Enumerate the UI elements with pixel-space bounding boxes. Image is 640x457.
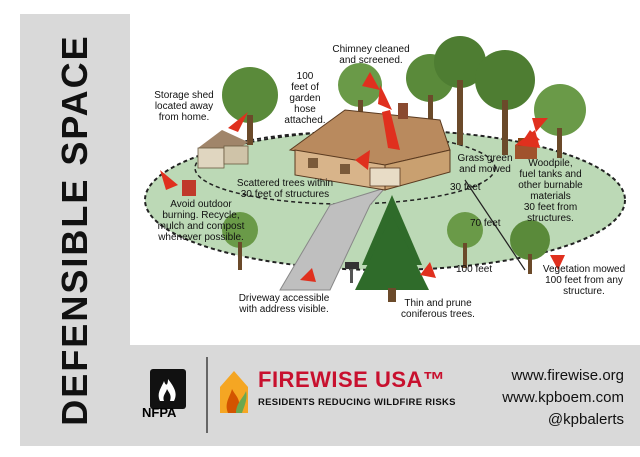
label-outdoor-burning: Avoid outdoor burning. Recycle, mulch an… <box>157 199 245 243</box>
mailbox <box>345 262 359 269</box>
label-woodpile: Woodpile, fuel tanks and other burnable … <box>518 158 583 224</box>
driveway <box>279 186 387 291</box>
distance-30: 30 feet <box>450 182 481 193</box>
distance-100: 100 feet <box>456 264 493 275</box>
footer-divider <box>206 357 208 433</box>
nfpa-wordmark: NFPA <box>142 405 177 420</box>
illustration: Chimney cleaned and screened. 100 feet o… <box>130 0 640 345</box>
vertical-title: DEFENSIBLE SPACE <box>54 34 95 426</box>
label-hose: 100 feet of garden hose attached. <box>284 71 326 126</box>
label-chimney: Chimney cleaned and screened. <box>332 44 410 66</box>
scene-svg <box>144 36 626 302</box>
nfpa-logo-icon <box>150 369 186 409</box>
firewise-title: FIREWISE USA™ <box>258 367 446 392</box>
label-scattered-trees: Scattered trees within 30 feet of struct… <box>236 178 334 200</box>
callout-arrows <box>160 72 565 282</box>
storage-shed <box>197 130 249 169</box>
footer: NFPA FIREWISE USA™ RESIDENTS REDUCING WI… <box>130 345 640 446</box>
label-shed: Storage shed located away from home. <box>154 90 214 123</box>
contact-links: www.firewise.org www.kpboem.com @kpbaler… <box>502 365 624 431</box>
label-driveway: Driveway accessible with address visible… <box>238 293 330 315</box>
firewise-logo-icon <box>220 371 248 413</box>
label-grass: Grass green and mowed <box>457 153 513 175</box>
conifer-tree <box>355 195 429 302</box>
house <box>288 103 451 191</box>
side-band <box>20 14 130 446</box>
link-firewise[interactable]: www.firewise.org <box>511 367 624 384</box>
firewise-subtitle: RESIDENTS REDUCING WILDFIRE RISKS <box>258 397 456 408</box>
distance-70: 70 feet <box>470 218 501 229</box>
link-kpbalerts[interactable]: @kpbalerts <box>547 411 624 428</box>
side-panel: DEFENSIBLE SPACE <box>0 0 130 457</box>
label-thin-prune: Thin and prune coniferous trees. <box>401 298 475 320</box>
distance-line <box>464 179 526 271</box>
burn-barrel <box>182 180 196 196</box>
zone-30ft <box>194 131 496 205</box>
link-kpboem[interactable]: www.kpboem.com <box>502 389 624 406</box>
label-vegetation: Vegetation mowed 100 feet from any struc… <box>542 264 626 297</box>
background-trees <box>222 36 586 274</box>
